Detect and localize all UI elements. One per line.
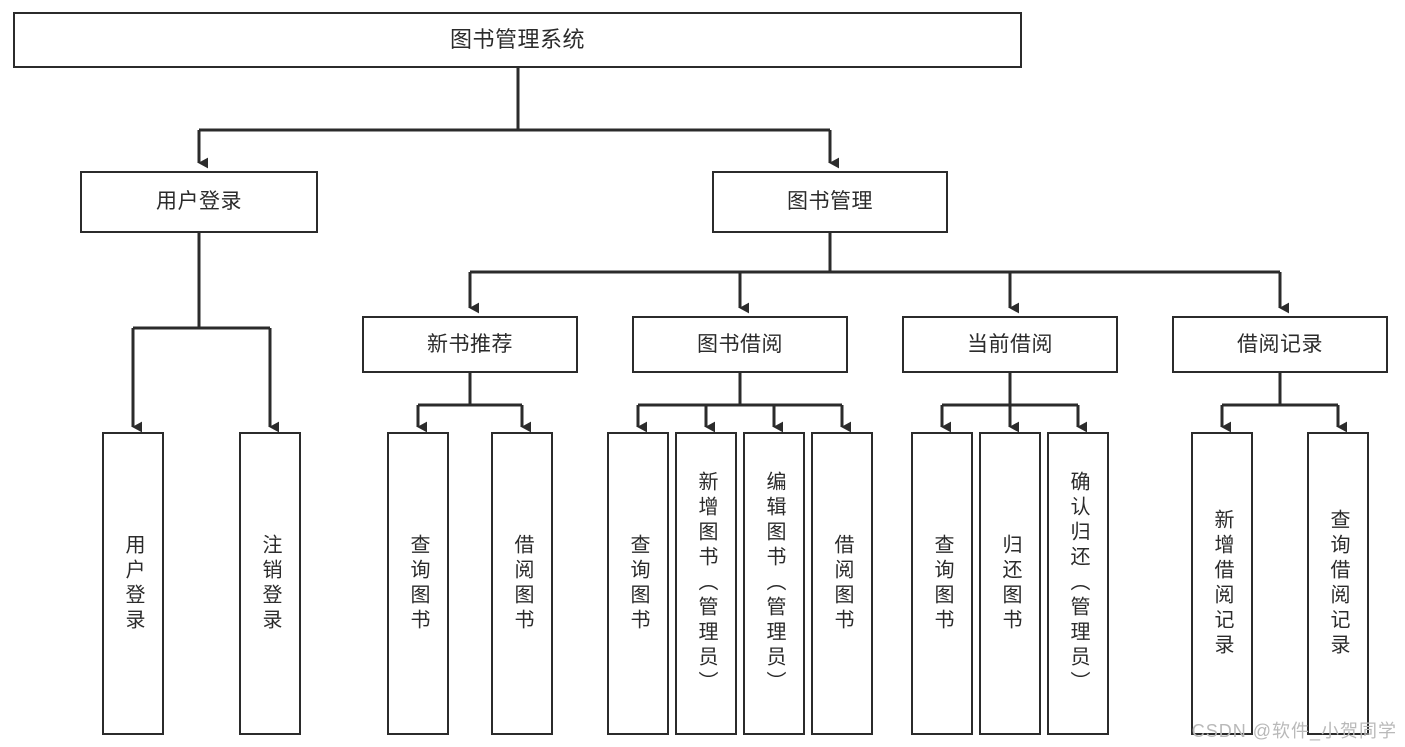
node-book-borrow[interactable]: 图书借阅 (632, 316, 848, 373)
node-user-login[interactable]: 用户登录 (80, 171, 318, 233)
node-book-borrow-label: 图书借阅 (697, 332, 783, 356)
node-leaf-query-record[interactable]: 查询借阅记录 (1307, 432, 1369, 735)
node-leaf-borrow-book-1[interactable]: 借阅图书 (491, 432, 553, 735)
node-leaf-query-book-1-label: 查询图书 (407, 533, 429, 634)
node-leaf-user-logout[interactable]: 注销登录 (239, 432, 301, 735)
node-leaf-edit-book-label: 编辑图书（管理员） (763, 471, 785, 696)
node-current-borrow[interactable]: 当前借阅 (902, 316, 1118, 373)
node-leaf-query-book-2-label: 查询图书 (627, 533, 649, 634)
node-leaf-query-book-2[interactable]: 查询图书 (607, 432, 669, 735)
node-leaf-confirm-return[interactable]: 确认归还（管理员） (1047, 432, 1109, 735)
node-current-borrow-label: 当前借阅 (967, 332, 1053, 356)
node-leaf-query-book-1[interactable]: 查询图书 (387, 432, 449, 735)
node-leaf-borrow-book-1-label: 借阅图书 (511, 533, 533, 634)
node-leaf-add-book-label: 新增图书（管理员） (695, 471, 717, 696)
node-leaf-query-book-3-label: 查询图书 (931, 533, 953, 634)
node-root[interactable]: 图书管理系统 (13, 12, 1022, 68)
node-leaf-query-book-3[interactable]: 查询图书 (911, 432, 973, 735)
node-leaf-user-login-label: 用户登录 (122, 533, 144, 634)
node-borrow-record-label: 借阅记录 (1237, 332, 1323, 356)
node-leaf-confirm-return-label: 确认归还（管理员） (1067, 471, 1089, 696)
node-leaf-add-book[interactable]: 新增图书（管理员） (675, 432, 737, 735)
node-leaf-add-record-label: 新增借阅记录 (1211, 508, 1233, 659)
watermark: CSDN @软件_小贺同学 (1191, 721, 1397, 741)
node-leaf-add-record[interactable]: 新增借阅记录 (1191, 432, 1253, 735)
node-new-book-rec-label: 新书推荐 (427, 332, 513, 356)
node-leaf-user-logout-label: 注销登录 (259, 533, 281, 634)
node-borrow-record[interactable]: 借阅记录 (1172, 316, 1388, 373)
node-leaf-borrow-book-2[interactable]: 借阅图书 (811, 432, 873, 735)
node-leaf-query-record-label: 查询借阅记录 (1327, 508, 1349, 659)
node-leaf-return-book[interactable]: 归还图书 (979, 432, 1041, 735)
node-leaf-return-book-label: 归还图书 (999, 533, 1021, 634)
node-book-manage[interactable]: 图书管理 (712, 171, 948, 233)
node-user-login-label: 用户登录 (156, 190, 242, 214)
node-book-manage-label: 图书管理 (787, 190, 873, 214)
node-root-label: 图书管理系统 (449, 26, 585, 52)
node-leaf-user-login[interactable]: 用户登录 (102, 432, 164, 735)
node-leaf-borrow-book-2-label: 借阅图书 (831, 533, 853, 634)
node-leaf-edit-book[interactable]: 编辑图书（管理员） (743, 432, 805, 735)
node-new-book-rec[interactable]: 新书推荐 (362, 316, 578, 373)
